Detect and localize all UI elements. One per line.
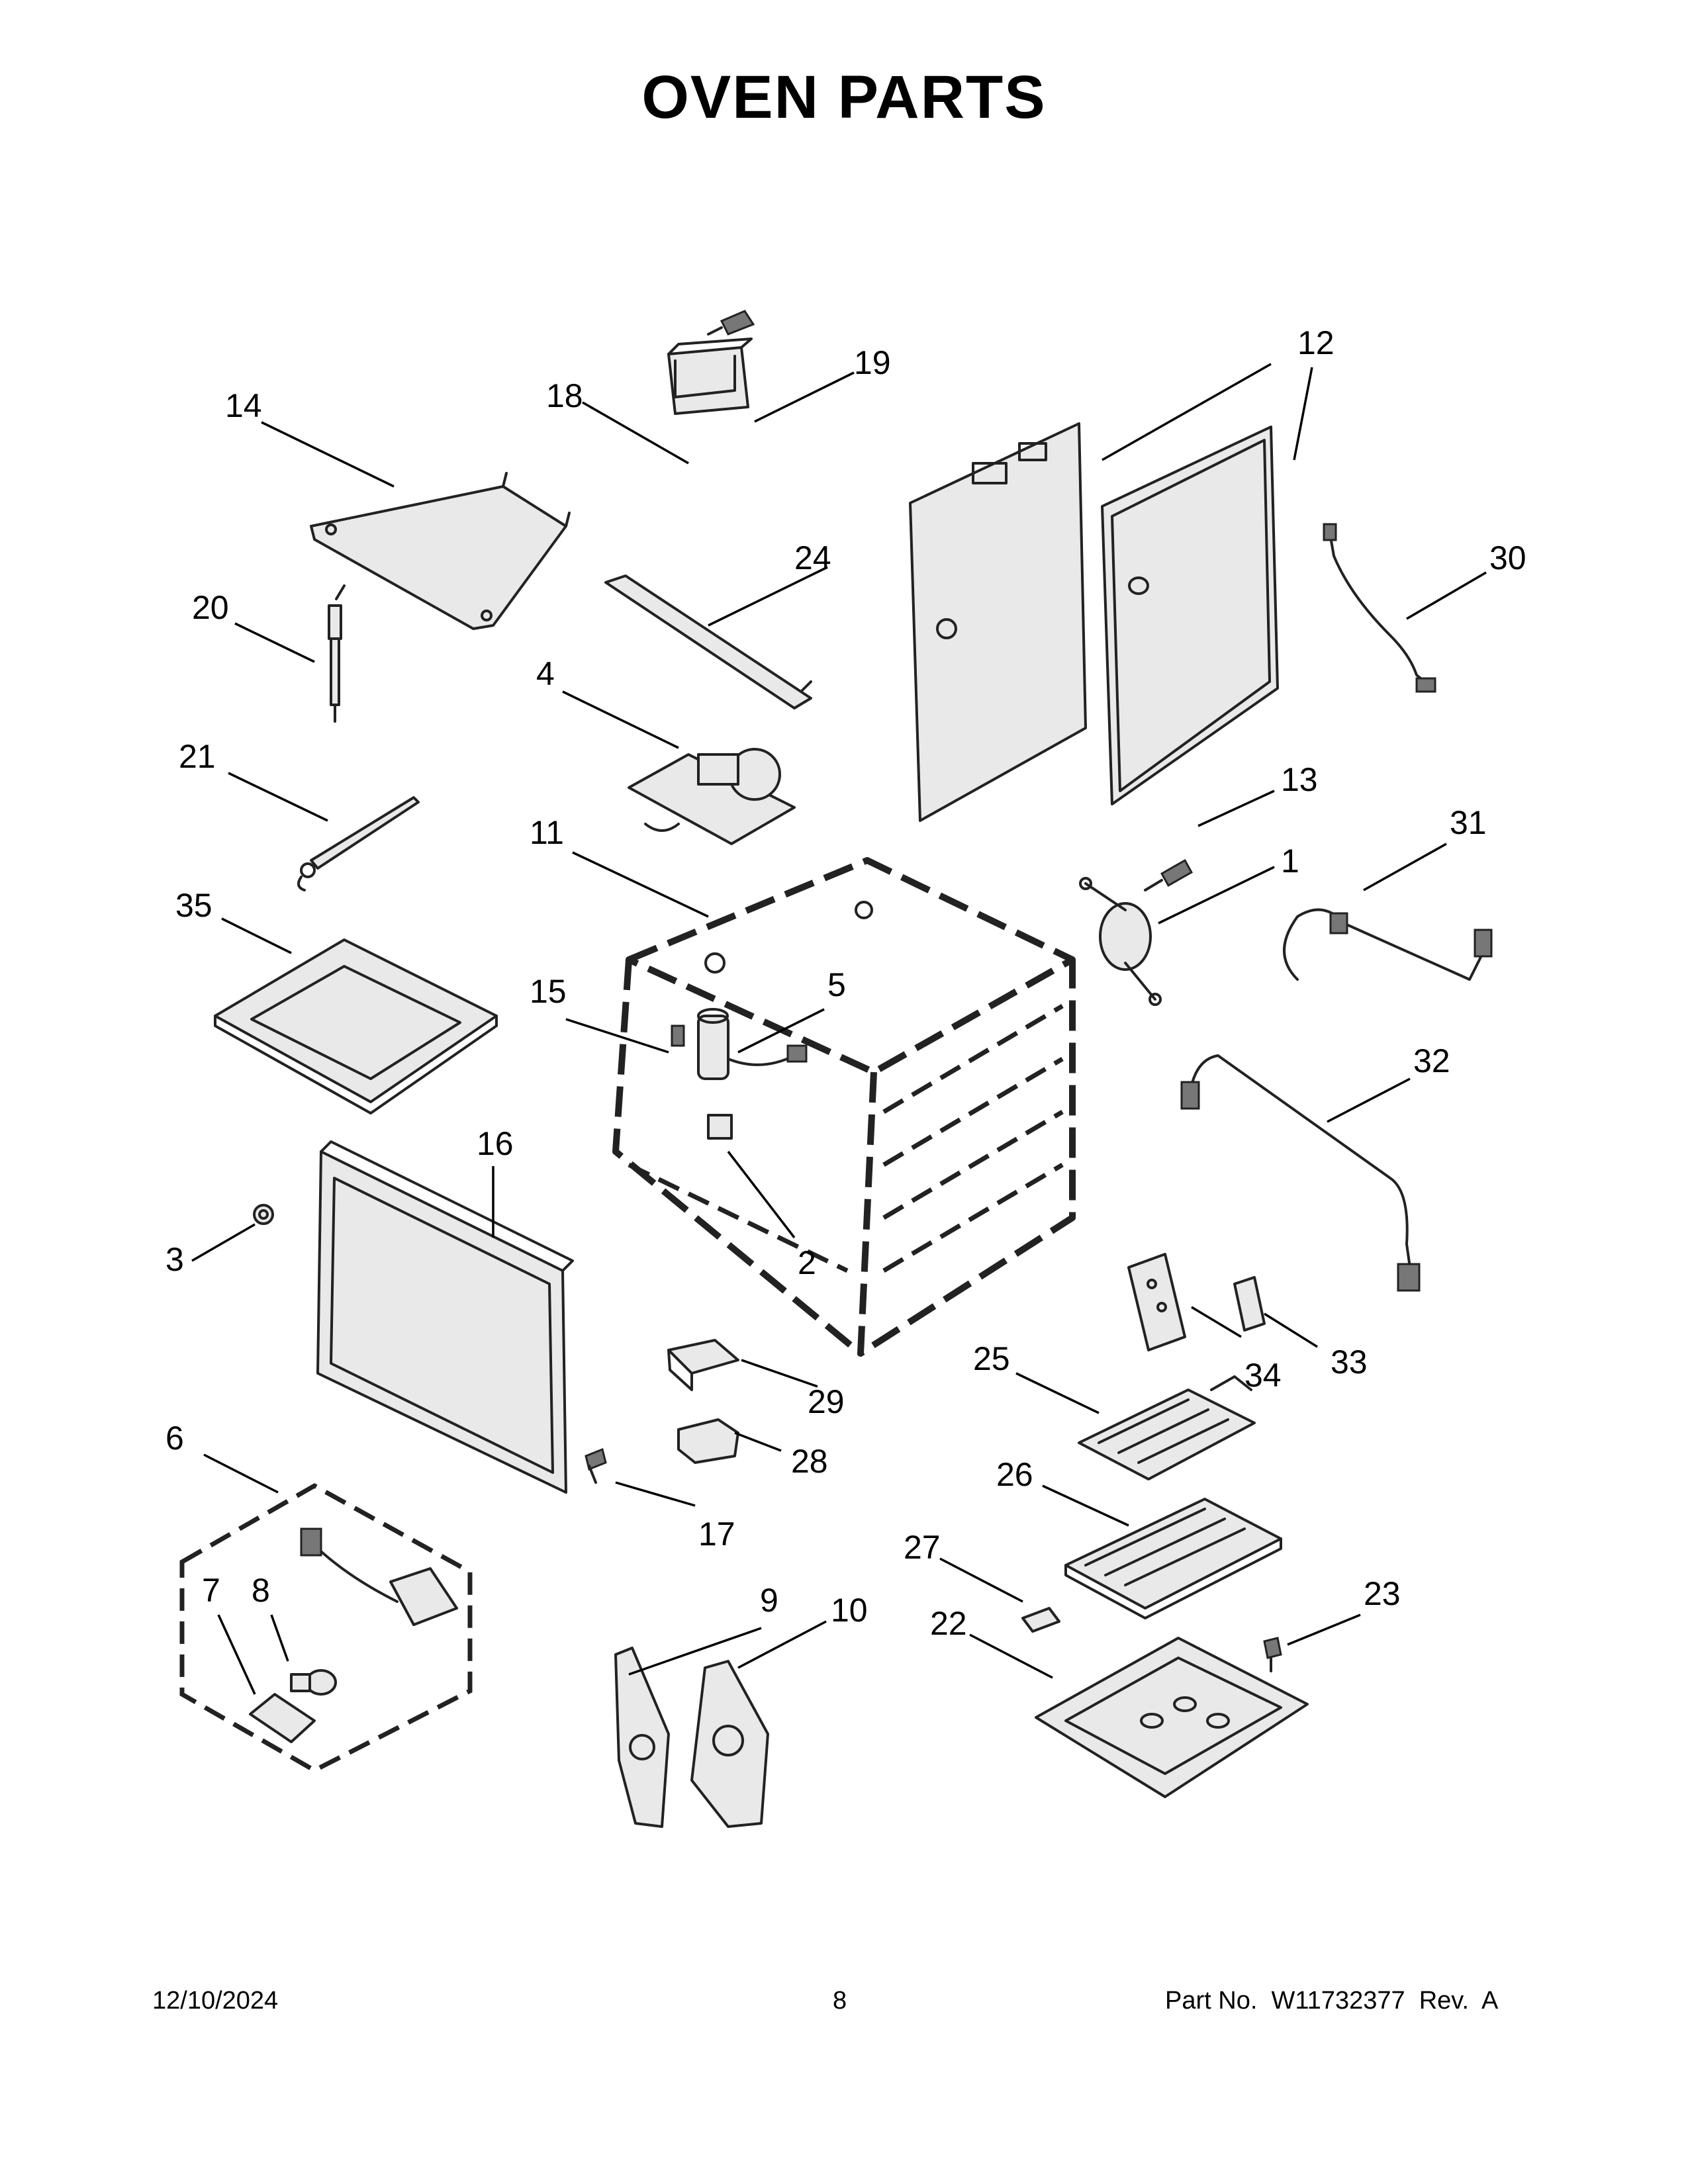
door-hinge-right [690,1660,769,1828]
supply-tube [1180,1054,1421,1292]
callout-19: 19 [854,344,891,381]
callout-8: 8 [252,1572,270,1609]
callout-5: 5 [827,966,846,1003]
frame-screw [585,1447,607,1484]
callout-16: 16 [477,1125,514,1162]
valve-clip [1233,1276,1266,1332]
callout-12: 12 [1297,324,1335,361]
page-title: OVEN PARTS [641,64,1047,131]
light-screw [671,1024,685,1047]
door-hinge-left [614,1647,670,1828]
callout-13: 13 [1281,761,1318,798]
light-bulb [290,1669,337,1696]
limit-switch-screw [1144,858,1194,891]
callout-18: 18 [546,377,583,414]
gas-manifold-tube [1283,908,1493,981]
callout-23: 23 [1364,1575,1401,1612]
callout-11: 11 [530,814,564,851]
footer-date: 12/10/2024 [152,1987,279,2015]
junction-box [667,1339,739,1391]
bake-burner [1064,1498,1282,1619]
callout-14: 14 [225,387,262,424]
insulation-block [677,1418,739,1464]
callout-4: 4 [536,655,555,692]
front-frame [316,1140,574,1494]
gas-tube [1323,523,1436,693]
callout-20: 20 [192,589,229,626]
thermostat-assembly [628,748,796,845]
support-rail [604,574,812,709]
callout-27: 27 [904,1529,941,1566]
callout-31: 31 [1450,804,1487,841]
element-bracket-small [707,1114,733,1140]
rear-panel [909,422,1279,822]
light-socket [697,1008,808,1080]
callout-35: 35 [175,887,212,924]
callout-6: 6 [165,1420,184,1457]
callout-26: 26 [996,1456,1033,1493]
valve-plate [1127,1253,1186,1351]
callout-28: 28 [791,1443,828,1480]
pan-screw [1263,1637,1282,1672]
broil-pan [1035,1637,1309,1798]
temperature-sensor [297,796,420,891]
footer-part-number: Part No. W11732377 Rev. A [1165,1987,1499,2015]
oven-liner [612,857,1076,1357]
callout-17: 17 [698,1516,735,1553]
callout-1: 1 [1281,842,1299,880]
door-bumper [253,1204,274,1225]
callout-3: 3 [165,1241,184,1278]
callout-33: 33 [1331,1343,1368,1381]
broil-burner [1078,1375,1256,1480]
callout-labels: 1 2 3 4 5 6 7 8 9 10 11 12 13 14 15 16 1… [165,324,1526,1642]
footer-page-number: 8 [833,1987,847,2015]
burner-bracket [1021,1607,1060,1633]
leader-lines [191,363,1487,1695]
callout-9: 9 [760,1582,778,1619]
callout-2: 2 [798,1244,816,1281]
callout-24: 24 [794,539,831,576]
light-lens [249,1693,316,1743]
light-assembly-group [179,1482,473,1773]
fan-screw [707,310,755,336]
bake-shield [310,472,571,630]
element-bracket [1079,877,1162,1006]
fan-bracket [667,338,753,415]
callout-15: 15 [530,973,567,1010]
callout-22: 22 [930,1605,967,1642]
callout-34: 34 [1244,1357,1282,1394]
callout-7: 7 [202,1572,220,1609]
callout-30: 30 [1489,539,1526,576]
callout-29: 29 [808,1383,845,1420]
igniter [328,584,346,723]
callout-25: 25 [973,1340,1010,1377]
callout-32: 32 [1413,1042,1450,1079]
callout-10: 10 [831,1592,868,1629]
oven-rack [214,938,498,1115]
callout-21: 21 [179,738,216,775]
